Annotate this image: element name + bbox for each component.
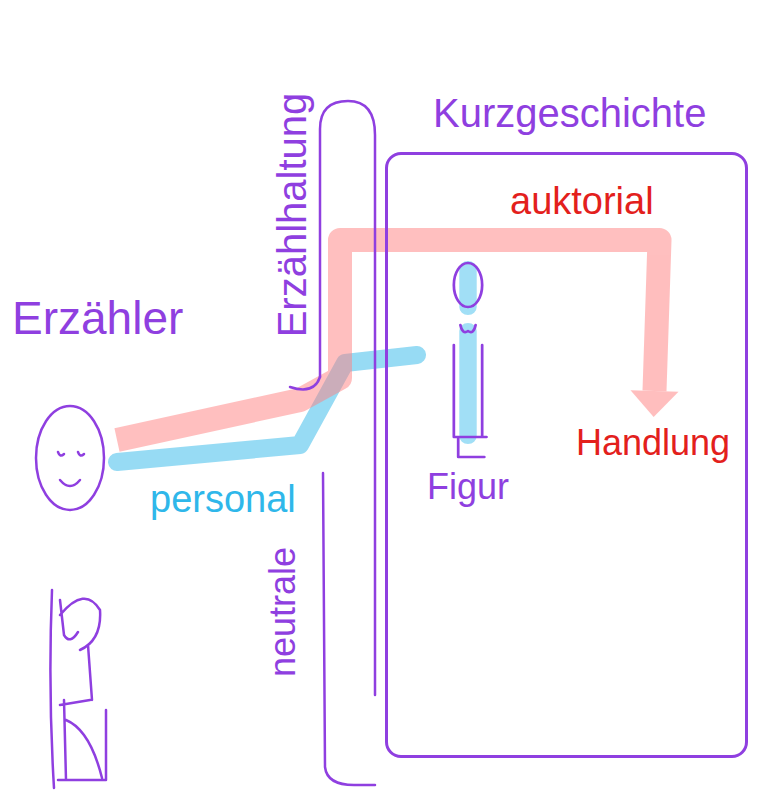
- arrow-head: [631, 390, 679, 417]
- edge-label: auktorial: [510, 182, 654, 220]
- character-figure: Figur: [419, 261, 517, 511]
- box-heading: Kurzgeschichte: [433, 93, 706, 133]
- auctorial-connector: [117, 240, 678, 440]
- short-story-box: KurzgeschichteFigurHandlung: [385, 152, 748, 758]
- narrative-stance-band: Erzählhaltung: [262, 95, 380, 790]
- neutral-label: neutrale: [265, 547, 301, 677]
- connector-line: [117, 240, 660, 440]
- plot-label: Handlung: [576, 425, 730, 461]
- band-label: Erzählhaltung: [272, 93, 312, 338]
- narrator-label: Erzähler: [12, 295, 183, 341]
- narrator-figure: Erzähler: [30, 400, 115, 790]
- narrator-figure-drawing: [30, 400, 115, 790]
- edge-label: personal: [150, 480, 296, 518]
- character-label: Figur: [419, 469, 517, 505]
- plot-node: Handlung: [573, 421, 736, 467]
